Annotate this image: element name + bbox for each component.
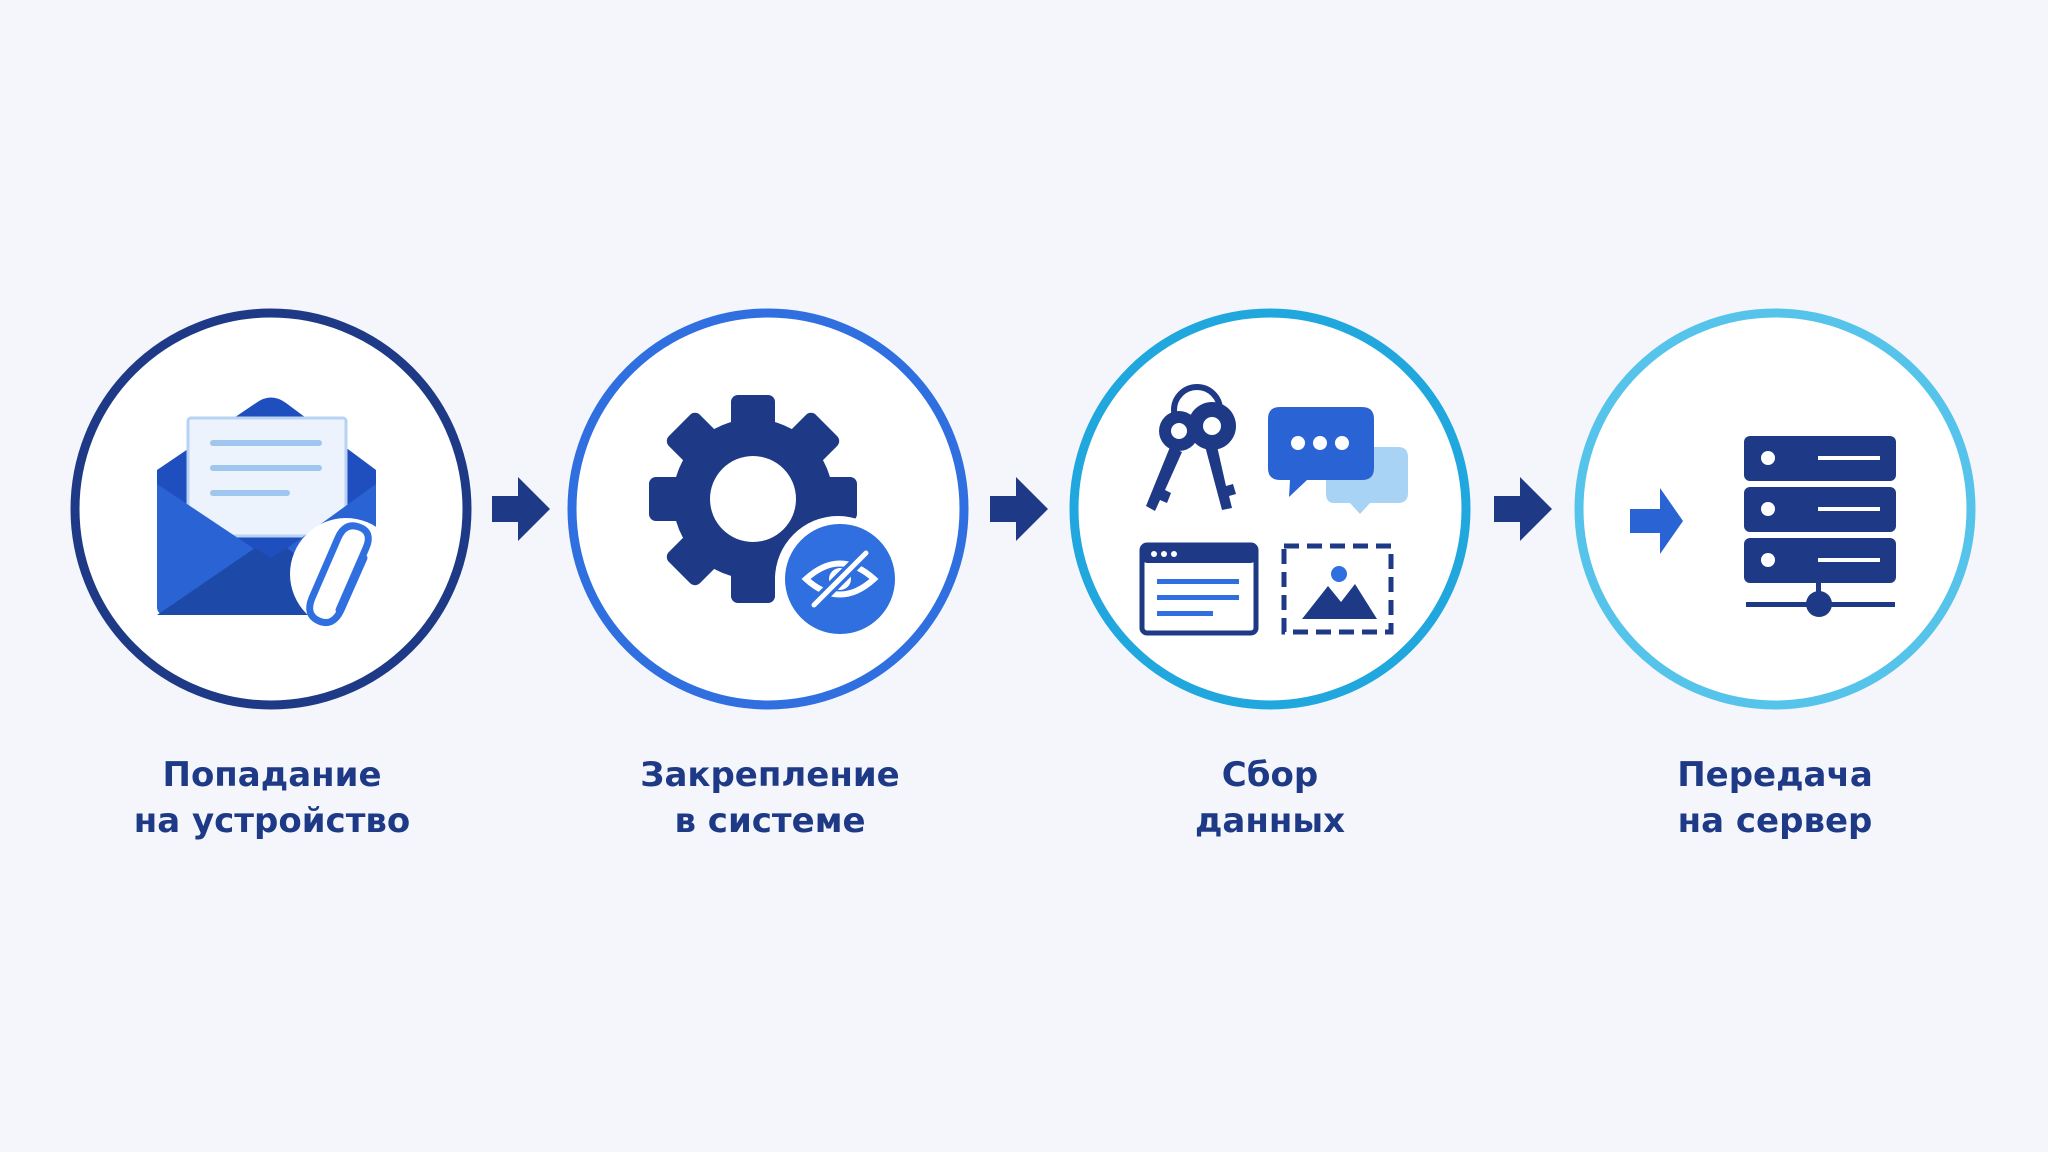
step-1-node bbox=[70, 308, 472, 710]
arrow-to-server-icon bbox=[1630, 436, 1896, 617]
step-4-label-line-1: Передача bbox=[1677, 755, 1873, 795]
connector-arrow-3 bbox=[1494, 477, 1552, 541]
step-2-label-line-1: Закрепление bbox=[640, 755, 900, 795]
step-3-label: Сбор данных bbox=[1060, 752, 1480, 844]
chat-icon bbox=[1268, 407, 1408, 514]
step-1-label-line-1: Попадание bbox=[162, 755, 382, 795]
server-icon bbox=[1744, 436, 1896, 617]
email-with-attachment-icon bbox=[157, 397, 402, 630]
step-2-label: Закрепление в системе bbox=[560, 752, 980, 844]
step-3-ring bbox=[1069, 308, 1471, 710]
gear-with-hidden-eye-icon bbox=[649, 395, 901, 642]
step-2-label-line-2: в системе bbox=[674, 801, 866, 841]
step-4-label: Передача на сервер bbox=[1565, 752, 1985, 844]
keys-icon bbox=[1146, 384, 1236, 511]
step-4-node bbox=[1574, 308, 1976, 710]
connector-arrow-1 bbox=[492, 477, 550, 541]
step-2-node bbox=[567, 308, 969, 710]
step-3-label-line-2: данных bbox=[1194, 801, 1346, 841]
step-1-label-line-2: на устройство bbox=[133, 801, 411, 841]
connector-arrow-2 bbox=[990, 477, 1048, 541]
screenshot-icon bbox=[1281, 543, 1394, 635]
step-3-node bbox=[1069, 308, 1471, 710]
step-4-label-line-2: на сервер bbox=[1677, 801, 1873, 841]
browser-window-icon bbox=[1139, 542, 1259, 636]
step-1-label: Попадание на устройство bbox=[62, 752, 482, 844]
step-3-label-line-1: Сбор bbox=[1221, 755, 1319, 795]
